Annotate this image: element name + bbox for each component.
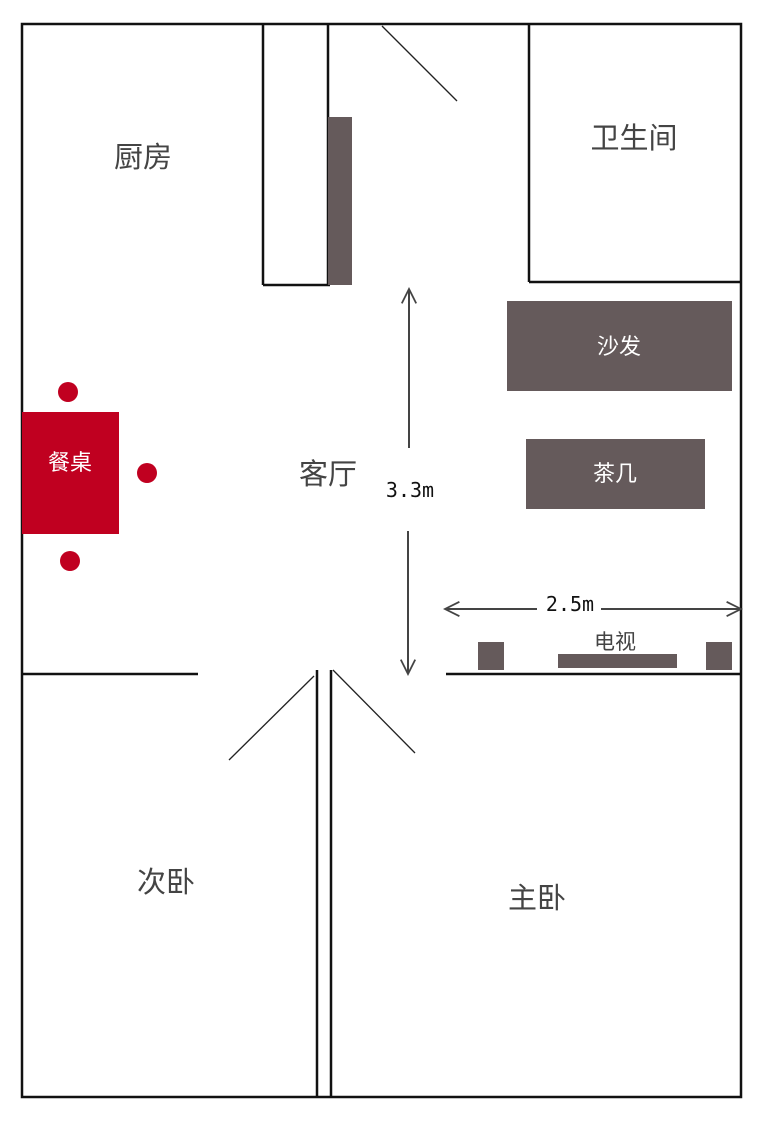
master-bedroom-label: 主卧 (508, 881, 566, 915)
master-bedroom-door-swing (332, 669, 416, 754)
dining-table (22, 412, 119, 534)
width-dimension-label: 2.5m (546, 592, 594, 616)
second-bedroom-label: 次卧 (137, 865, 195, 899)
sofa (507, 301, 732, 391)
sofa-label: 沙发 (597, 335, 641, 360)
left-speaker (478, 642, 504, 670)
second-bedroom-door-swing (228, 675, 315, 761)
dining-chair (137, 463, 157, 483)
dining-table-label: 餐桌 (48, 451, 92, 476)
right-speaker (706, 642, 732, 670)
tv-stand (558, 654, 677, 668)
entrance-door-swing (381, 25, 458, 102)
coffee-table-label: 茶几 (593, 462, 637, 487)
tv-label: 电视 (594, 630, 636, 654)
wall-cabinet (328, 117, 352, 285)
dining-chair (58, 382, 78, 402)
living-room-label: 客厅 (299, 457, 357, 491)
kitchen-label: 厨房 (114, 140, 172, 174)
coffee-table (526, 439, 705, 509)
bathroom-label: 卫生间 (590, 121, 677, 155)
depth-dimension-label: 3.3m (386, 478, 434, 502)
dining-chair (60, 551, 80, 571)
outer-wall (20, 22, 743, 1099)
